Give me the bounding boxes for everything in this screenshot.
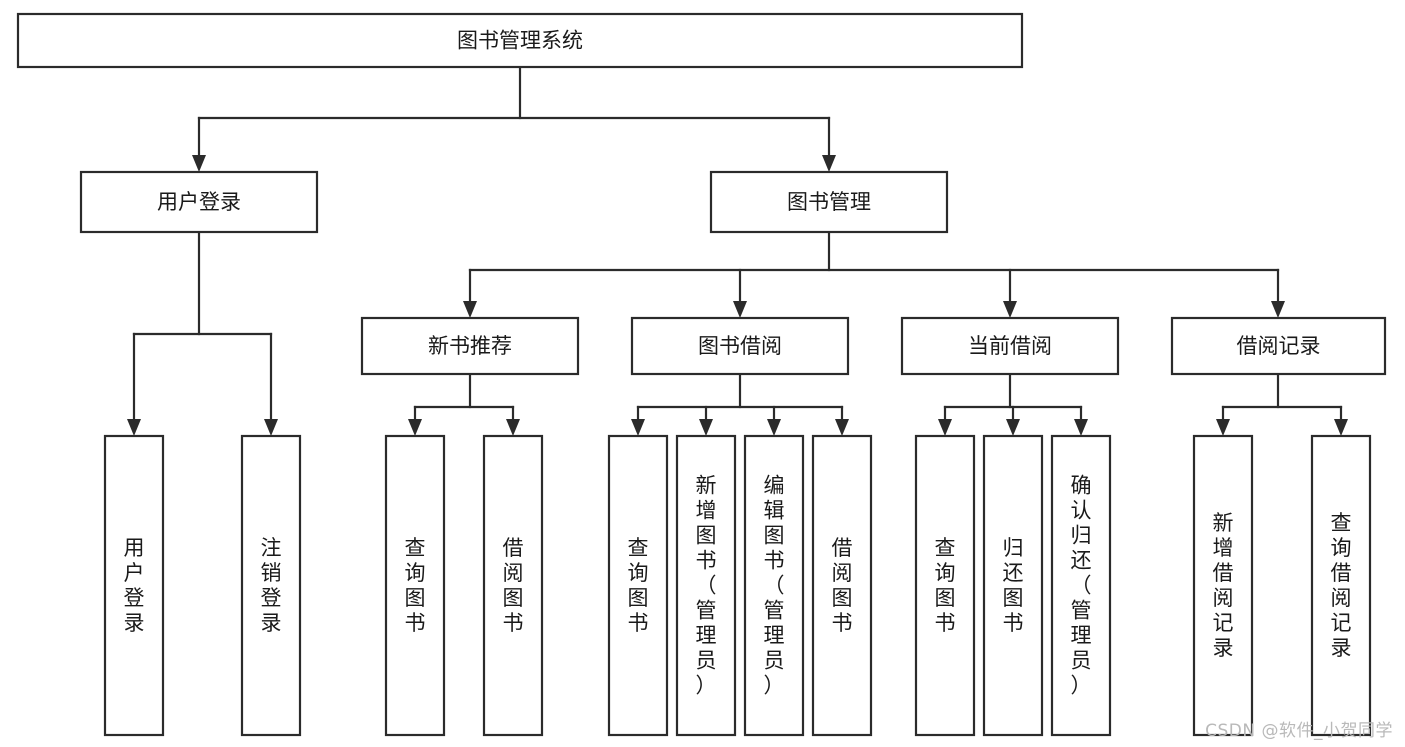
leaf-node[interactable]: 编辑图书（管理员） (743, 434, 805, 737)
leaf-node[interactable]: 查询借阅记录 (1310, 434, 1372, 737)
leaf-node[interactable]: 借阅图书 (482, 434, 544, 737)
level1-node[interactable]: 用户登录 (79, 170, 319, 234)
node-label: 查询图书 (405, 536, 426, 635)
arrow-head-icon (699, 419, 713, 436)
arrow-head-icon (463, 301, 477, 318)
arrow-head-icon (1216, 419, 1230, 436)
node-box[interactable] (384, 434, 446, 737)
node-box[interactable] (1310, 434, 1372, 737)
node-label: 新增图书（管理员） (696, 474, 717, 698)
node-label: 注销登录 (261, 536, 282, 635)
level2-node[interactable]: 图书借阅 (630, 316, 850, 376)
node-label: 借阅记录 (1237, 334, 1321, 358)
leaf-node[interactable]: 查询图书 (914, 434, 976, 737)
arrow-head-icon (767, 419, 781, 436)
arrow-head-icon (1074, 419, 1088, 436)
level2-node[interactable]: 借阅记录 (1170, 316, 1387, 376)
node-label: 新增借阅记录 (1213, 511, 1234, 660)
node-box[interactable] (240, 434, 302, 737)
arrow-head-icon (408, 419, 422, 436)
arrow-head-icon (631, 419, 645, 436)
node-label: 确认归还（管理员） (1071, 474, 1092, 698)
node-label: 图书管理 (787, 190, 871, 214)
leaf-node[interactable]: 新增图书（管理员） (675, 434, 737, 737)
connector-book-borrow-to-leaves (631, 372, 849, 436)
connector-new-book-to-leaves (408, 372, 520, 436)
root-node[interactable]: 图书管理系统 (16, 12, 1024, 69)
node-label: 用户登录 (157, 190, 241, 214)
node-box[interactable] (743, 434, 805, 737)
node-box[interactable] (482, 434, 544, 737)
node-box[interactable] (360, 316, 580, 376)
leaf-node[interactable]: 查询图书 (384, 434, 446, 737)
node-label: 借阅图书 (503, 536, 524, 635)
connector-book-management-to-modules (463, 230, 1285, 318)
leaf-node[interactable]: 用户登录 (103, 434, 165, 737)
node-box[interactable] (1192, 434, 1254, 737)
connector-user-login-to-leaves (127, 230, 278, 436)
node-box[interactable] (79, 170, 319, 234)
arrow-head-icon (127, 419, 141, 436)
connector-root-to-level1 (192, 65, 836, 172)
node-box[interactable] (630, 316, 850, 376)
leaf-node[interactable]: 注销登录 (240, 434, 302, 737)
node-label: 图书管理系统 (457, 29, 583, 53)
node-label: 用户登录 (124, 536, 145, 635)
level2-node[interactable]: 新书推荐 (360, 316, 580, 376)
arrow-head-icon (506, 419, 520, 436)
leaf-node[interactable]: 确认归还（管理员） (1050, 434, 1112, 737)
arrow-head-icon (192, 155, 206, 172)
node-label: 新书推荐 (428, 334, 512, 358)
nodes-layer: 图书管理系统用户登录图书管理新书推荐图书借阅当前借阅借阅记录用户登录注销登录查询… (16, 12, 1387, 737)
node-box[interactable] (709, 170, 949, 234)
connectors-layer (127, 65, 1348, 436)
node-box[interactable] (900, 316, 1120, 376)
node-box[interactable] (16, 12, 1024, 69)
arrow-head-icon (1334, 419, 1348, 436)
node-label: 编辑图书（管理员） (764, 474, 785, 698)
node-box[interactable] (811, 434, 873, 737)
node-label: 图书借阅 (698, 334, 782, 358)
node-box[interactable] (103, 434, 165, 737)
leaf-node[interactable]: 归还图书 (982, 434, 1044, 737)
arrow-head-icon (733, 301, 747, 318)
arrow-head-icon (1006, 419, 1020, 436)
node-box[interactable] (982, 434, 1044, 737)
arrow-head-icon (822, 155, 836, 172)
arrow-head-icon (835, 419, 849, 436)
node-label: 借阅图书 (832, 536, 853, 635)
node-box[interactable] (607, 434, 669, 737)
node-label: 归还图书 (1003, 536, 1024, 635)
level2-node[interactable]: 当前借阅 (900, 316, 1120, 376)
arrow-head-icon (938, 419, 952, 436)
node-label: 查询图书 (935, 536, 956, 635)
node-box[interactable] (675, 434, 737, 737)
node-box[interactable] (914, 434, 976, 737)
node-label: 当前借阅 (968, 334, 1052, 358)
connector-current-borrow-to-leaves (938, 372, 1088, 436)
arrow-head-icon (264, 419, 278, 436)
arrow-head-icon (1003, 301, 1017, 318)
arrow-head-icon (1271, 301, 1285, 318)
leaf-node[interactable]: 新增借阅记录 (1192, 434, 1254, 737)
node-box[interactable] (1170, 316, 1387, 376)
level1-node[interactable]: 图书管理 (709, 170, 949, 234)
node-label: 查询借阅记录 (1331, 511, 1352, 660)
leaf-node[interactable]: 借阅图书 (811, 434, 873, 737)
leaf-node[interactable]: 查询图书 (607, 434, 669, 737)
connector-borrow-record-to-leaves (1216, 372, 1348, 436)
node-box[interactable] (1050, 434, 1112, 737)
node-label: 查询图书 (628, 536, 649, 635)
